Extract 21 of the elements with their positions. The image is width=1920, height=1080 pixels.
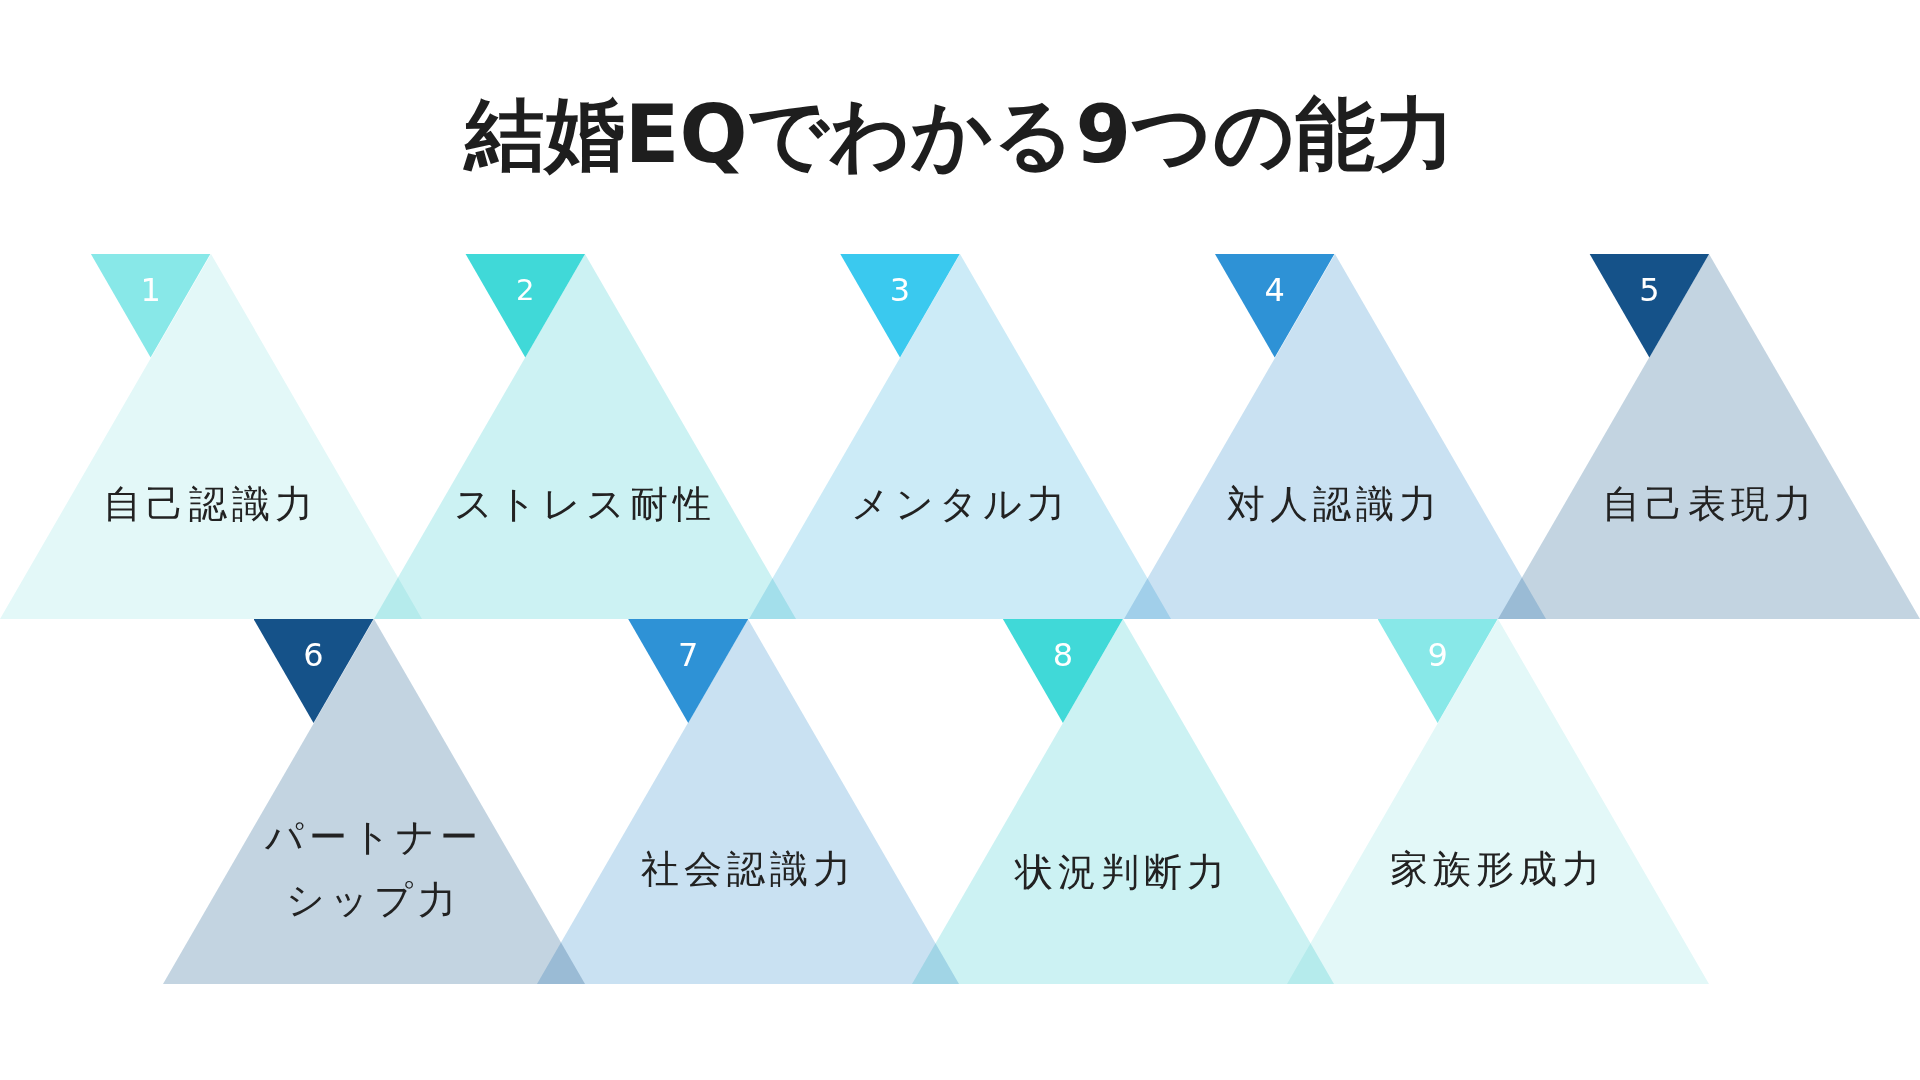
ability-name: 自己認識力 bbox=[103, 480, 319, 527]
triangle-panel bbox=[1498, 253, 1920, 619]
step-number: 2 bbox=[516, 275, 535, 304]
ability-name: 家族形成力 bbox=[1390, 845, 1606, 893]
title: 結婚EQでわかる9つの能力 bbox=[464, 91, 1456, 179]
ability-name: 自己表現力 bbox=[1601, 480, 1817, 527]
ability-name: ストレス耐性 bbox=[454, 480, 717, 527]
ability-name: 対人認識力 bbox=[1227, 480, 1443, 527]
step-number: 6 bbox=[303, 639, 324, 671]
step-number: 7 bbox=[678, 639, 699, 671]
step-number: 4 bbox=[1264, 273, 1285, 306]
ability-name: 状況判断力 bbox=[1015, 848, 1231, 896]
step-number: 5 bbox=[1639, 273, 1660, 306]
step-number: 8 bbox=[1052, 639, 1074, 671]
step-number: 1 bbox=[140, 273, 161, 306]
step-number: 9 bbox=[1427, 639, 1448, 671]
triangle-panel bbox=[1286, 619, 1709, 984]
ability-name: 社会認識力 bbox=[640, 845, 856, 893]
step-number: 3 bbox=[889, 273, 911, 306]
ability-name: メンタル力 bbox=[850, 480, 1070, 527]
ability-name: パートナーシップ力 bbox=[263, 814, 484, 924]
